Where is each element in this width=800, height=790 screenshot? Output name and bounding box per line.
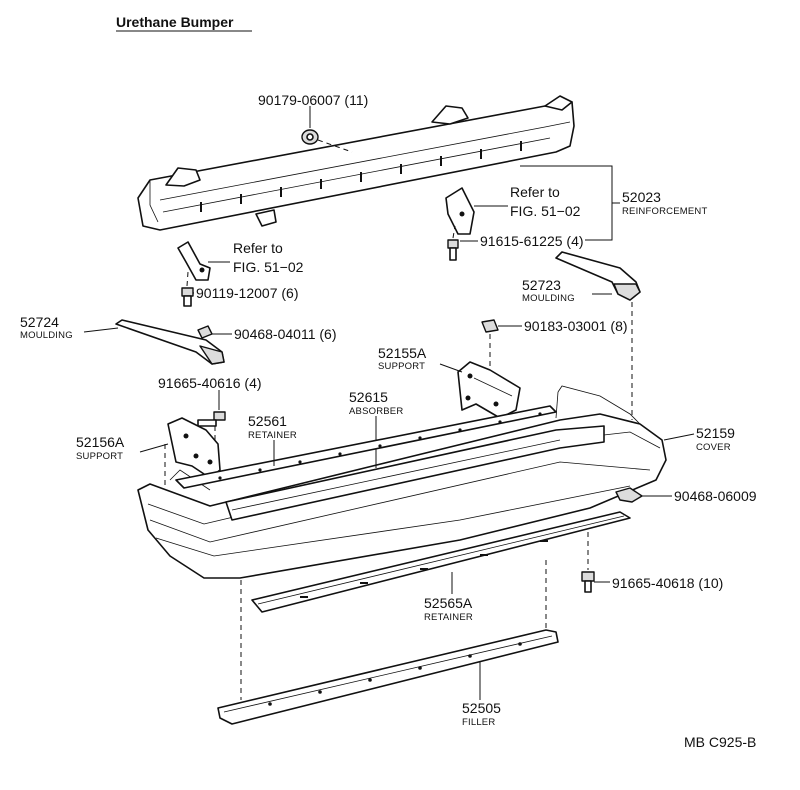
support-left-part: [167, 417, 221, 479]
bracket-right: [445, 187, 475, 235]
label-52561: 52561: [248, 413, 287, 429]
support-right-part: [457, 361, 521, 419]
label-52724: 52724: [20, 314, 59, 330]
bolt-91665-40618: [581, 571, 595, 593]
retainer-upper-part: [175, 405, 557, 489]
bracket-left: [177, 241, 211, 281]
label-90183-03001: 90183-03001 (8): [524, 318, 628, 334]
label-90119-12007: 90119-12007 (6): [196, 285, 298, 301]
filler-part: [217, 629, 559, 725]
cover-part: [137, 385, 667, 579]
fig-ref-label-2: FIG. 51−02: [233, 259, 304, 275]
label-52023: 52023: [622, 189, 661, 205]
label-52155a: 52155A: [378, 345, 427, 361]
moulding-left-part: [115, 319, 225, 365]
reinforcement-part: [137, 95, 575, 231]
nut-90179: [301, 129, 319, 145]
label-retainer-lower: RETAINER: [424, 612, 473, 623]
label-retainer-upper: RETAINER: [248, 430, 297, 441]
label-52505: 52505: [462, 700, 501, 716]
bolt-90119: [181, 287, 194, 307]
label-filler: FILLER: [462, 717, 495, 728]
label-support-left: SUPPORT: [76, 451, 123, 462]
clip-90468-04011: [197, 325, 213, 339]
label-90468-06009: 90468-06009: [674, 488, 757, 504]
label-52565a: 52565A: [424, 595, 473, 611]
label-moulding-right: MOULDING: [522, 293, 575, 304]
label-91665-40618: 91665-40618 (10): [612, 575, 723, 591]
label-91665-40616: 91665-40616 (4): [158, 375, 262, 391]
label-reinforcement: REINFORCEMENT: [622, 206, 707, 217]
label-cover: COVER: [696, 442, 731, 453]
bracket-52023: [520, 165, 613, 241]
refer-to-label-1: Refer to: [510, 184, 560, 200]
label-52159: 52159: [696, 425, 735, 441]
label-90179-06007: 90179-06007 (11): [258, 92, 368, 108]
label-91615-61225: 91615-61225 (4): [480, 233, 584, 249]
absorber-part: [225, 425, 605, 521]
label-absorber: ABSORBER: [349, 406, 403, 417]
diagram-code: MB C925-B: [684, 734, 756, 750]
fig-ref-label-1: FIG. 51−02: [510, 203, 581, 219]
refer-to-label-2: Refer to: [233, 240, 283, 256]
nut-90183: [481, 319, 499, 333]
label-support-right: SUPPORT: [378, 361, 425, 372]
label-52156a: 52156A: [76, 434, 125, 450]
bolt-91665-40616: [197, 411, 226, 427]
label-52723: 52723: [522, 277, 561, 293]
diagram-title: Urethane Bumper: [116, 14, 234, 30]
label-90468-04011: 90468-04011 (6): [234, 326, 336, 342]
label-moulding-left: MOULDING: [20, 330, 73, 341]
retainer-lower-part: [251, 511, 631, 613]
bolt-91615: [447, 239, 459, 261]
label-52615: 52615: [349, 389, 388, 405]
clip-90468-06009: [615, 487, 643, 503]
moulding-right-part: [555, 251, 641, 301]
